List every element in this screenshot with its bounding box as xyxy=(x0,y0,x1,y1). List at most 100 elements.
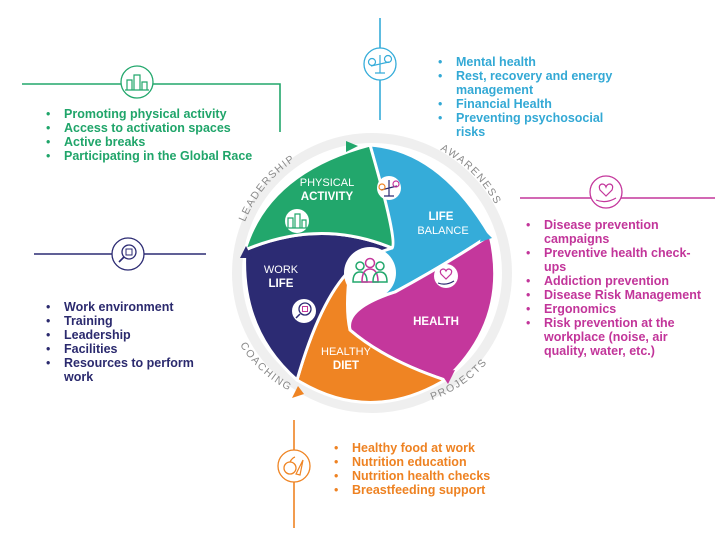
list-item: • Mental health xyxy=(434,55,634,69)
healthy-diet-list: • Healthy food at work • Nutrition educatio… xyxy=(330,441,530,497)
diet-connector-icon xyxy=(277,449,311,483)
bullet-dot: • xyxy=(438,69,443,83)
segment-physical-activity xyxy=(243,143,395,252)
physical-activity-list: • Promoting physical activity • Access to a… xyxy=(42,107,262,163)
list-item: • Nutrition health checks xyxy=(330,469,530,483)
list-item: • Leadership xyxy=(42,328,217,342)
segment-label-physical-2: ACTIVITY xyxy=(301,191,354,203)
magnifier-building-icon xyxy=(292,299,316,323)
list-item-text: Resources to perform work xyxy=(64,356,194,384)
life-balance-list: • Mental health•Rest, recovery and energy… xyxy=(434,55,634,139)
bullet-dot: • xyxy=(334,469,339,483)
people-group-icon xyxy=(352,257,388,283)
list-item-text: Preventive health check-ups xyxy=(544,246,691,274)
bullet-dot: • xyxy=(438,111,443,125)
list-item-text: Healthy food at work xyxy=(352,441,475,455)
list-item-text: Ergonomics xyxy=(544,302,617,316)
list-item: • Ergonomics xyxy=(522,302,707,316)
list-item-text: Nutrition education xyxy=(352,455,467,469)
city-building-icon xyxy=(285,209,309,233)
list-item: • Facilities xyxy=(42,342,217,356)
list-item-text: Training xyxy=(64,314,113,328)
list-item-text: Disease Risk Management xyxy=(544,288,702,302)
arrow-life xyxy=(480,228,492,242)
bullet-dot: • xyxy=(334,483,339,497)
health-list: • Disease prevention campaigns • Preventive… xyxy=(522,218,707,358)
list-item-text: Promoting physical activity xyxy=(64,107,227,121)
list-item-text: Work environment xyxy=(64,300,174,314)
segment-label-life-1: LIFE xyxy=(429,211,454,223)
list-item-text: Active breaks xyxy=(64,135,146,149)
segment-label-work-1: WORK xyxy=(264,264,299,276)
list-item: • Financial Health xyxy=(434,97,634,111)
list-item-text: Financial Health xyxy=(456,97,552,111)
list-item: • Access to activation spaces xyxy=(42,121,262,135)
list-item-text: Facilities xyxy=(64,342,118,356)
bullet-dot: • xyxy=(46,300,51,314)
list-item-text: Access to activation spaces xyxy=(64,121,231,135)
list-item-text: Disease prevention campaigns xyxy=(544,218,659,246)
list-item-text: Breastfeeding support xyxy=(352,483,486,497)
outer-ring xyxy=(232,133,512,413)
bullet-dot: • xyxy=(334,455,339,469)
bullet-dot: • xyxy=(46,356,51,370)
bullet-dot: • xyxy=(46,342,51,356)
list-item: • Preventive health check-ups xyxy=(522,246,707,274)
life-connector-icon xyxy=(363,47,397,81)
list-item: • Resources to perform work xyxy=(42,356,217,384)
bullet-dot: • xyxy=(438,97,443,111)
list-item-text: Leadership xyxy=(64,328,131,342)
work-life-list: • Work environment • Training • Leadership • Fa… xyxy=(42,300,217,384)
bullet-dot: • xyxy=(438,55,443,69)
list-item: • Participating in the Global Race xyxy=(42,149,262,163)
segment-label-life-2: BALANCE xyxy=(417,225,468,237)
list-item: • Healthy food at work xyxy=(330,441,530,455)
bullet-dot: • xyxy=(46,121,51,135)
list-item: • Disease prevention campaigns xyxy=(522,218,707,246)
work-connector-icon xyxy=(111,237,145,271)
list-item: •Rest, recovery and energy management xyxy=(434,69,634,97)
list-item: • Active breaks xyxy=(42,135,262,149)
bullet-dot: • xyxy=(526,288,531,302)
bullet-dot: • xyxy=(526,302,531,316)
bullet-dot: • xyxy=(334,441,339,455)
list-item: • Promoting physical activity xyxy=(42,107,262,121)
center-circle xyxy=(344,247,396,299)
bullet-dot: • xyxy=(46,314,51,328)
bullet-dot: • xyxy=(526,246,531,260)
segment-label-health: HEALTH xyxy=(413,316,459,328)
list-item: •Addiction prevention xyxy=(522,274,707,288)
list-item: • Preventing psychosocial risks xyxy=(434,111,634,139)
list-item-text: Participating in the Global Race xyxy=(64,149,253,163)
list-item-text: Preventing psychosocial risks xyxy=(456,111,604,139)
bullet-dot: • xyxy=(46,107,51,121)
arrow-physical xyxy=(346,141,358,152)
list-item: • Nutrition education xyxy=(330,455,530,469)
segment-label-diet-2: DIET xyxy=(333,360,359,372)
arrow-health xyxy=(440,370,455,384)
cycle-arrows xyxy=(240,141,492,398)
bullet-dot: • xyxy=(46,135,51,149)
bullet-dot: • xyxy=(526,218,531,232)
list-item-text: Nutrition health checks xyxy=(352,469,491,483)
balance-scale-icon xyxy=(377,176,401,200)
arrow-work xyxy=(240,246,252,258)
list-item: • Breastfeeding support xyxy=(330,483,530,497)
segment-label-physical-1: PHYSICAL xyxy=(300,177,354,189)
physical-connector-icon xyxy=(120,65,154,99)
segments xyxy=(243,143,497,404)
bullet-dot: • xyxy=(46,149,51,163)
bullet-dot: • xyxy=(46,328,51,342)
heart-in-hand-icon xyxy=(434,264,458,288)
physical-connector xyxy=(22,83,281,132)
bullet-dot: • xyxy=(526,274,531,288)
list-item-text: Mental health xyxy=(456,55,536,69)
list-item: •Risk prevention at the workplace (noise… xyxy=(522,316,707,358)
segment-label-diet-1: HEALTHY xyxy=(321,346,372,358)
arrow-diet xyxy=(292,386,304,398)
list-item: • Work environment xyxy=(42,300,217,314)
health-connector-icon xyxy=(589,175,623,209)
segment-label-work-2: LIFE xyxy=(269,278,294,290)
list-item-text: Risk prevention at the workplace (noise,… xyxy=(544,316,675,358)
